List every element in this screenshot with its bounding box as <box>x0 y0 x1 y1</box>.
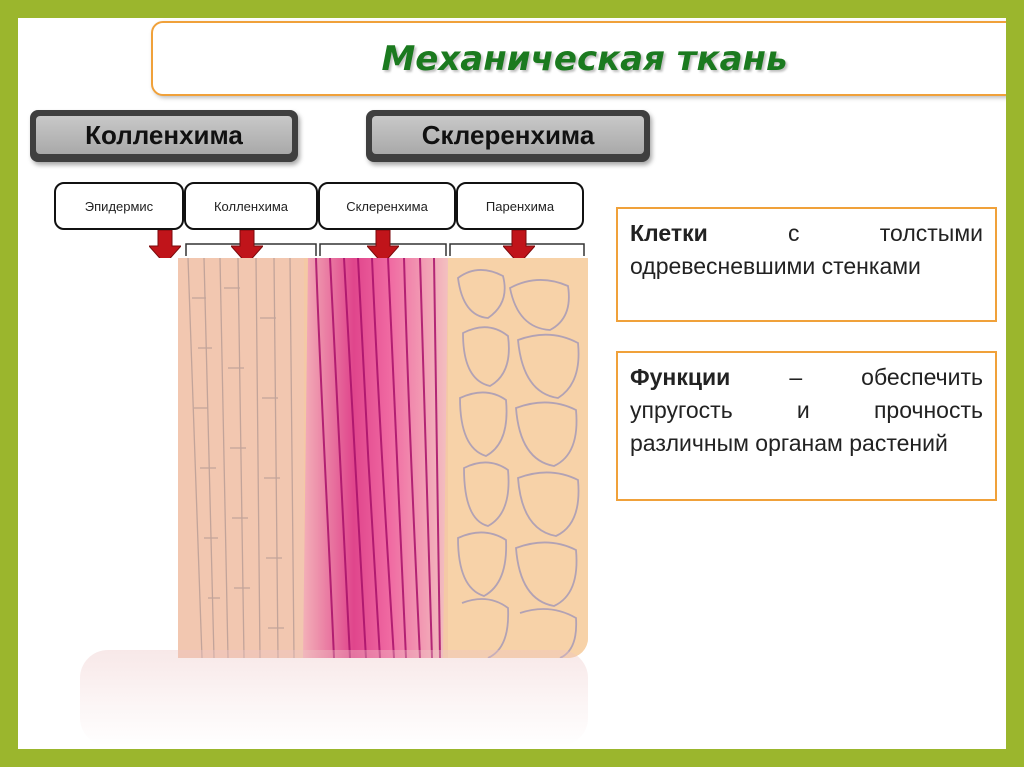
category-label-collenchyma: Колленхима <box>36 116 292 154</box>
tissue-label-sclerenchyma: Склеренхима <box>318 182 456 230</box>
cells-info-heading: Клетки <box>630 220 708 246</box>
title-box: Механическая ткань <box>151 21 1006 96</box>
image-reflection <box>80 650 588 746</box>
slide: Механическая ткань Колленхима Склеренхим… <box>18 18 1006 749</box>
cells-info-text: с толстыми одревесневшими стенками <box>630 220 983 279</box>
category-button-collenchyma[interactable]: Колленхима <box>30 110 298 162</box>
cells-info-box: Клетки с толстыми одревесневшими стенкам… <box>616 207 997 322</box>
category-button-sclerenchyma[interactable]: Склеренхима <box>366 110 650 162</box>
functions-info-text: – обеспечить упругость и прочность разли… <box>630 364 983 456</box>
tissue-label-epidermis: Эпидермис <box>54 182 184 230</box>
tissue-label-collenchyma: Колленхима <box>184 182 318 230</box>
arrow-down-icon <box>367 230 399 264</box>
tissue-label-parenchyma: Паренхима <box>456 182 584 230</box>
tissue-micrograph <box>158 258 588 658</box>
page-title: Механическая ткань <box>381 38 788 79</box>
functions-info-box: Функции – обеспечить упругость и прочнос… <box>616 351 997 501</box>
arrow-down-icon <box>231 230 263 264</box>
functions-info-heading: Функции <box>630 364 731 390</box>
arrow-down-icon <box>149 230 181 264</box>
arrow-down-icon <box>503 230 535 264</box>
category-label-sclerenchyma: Склеренхима <box>372 116 644 154</box>
